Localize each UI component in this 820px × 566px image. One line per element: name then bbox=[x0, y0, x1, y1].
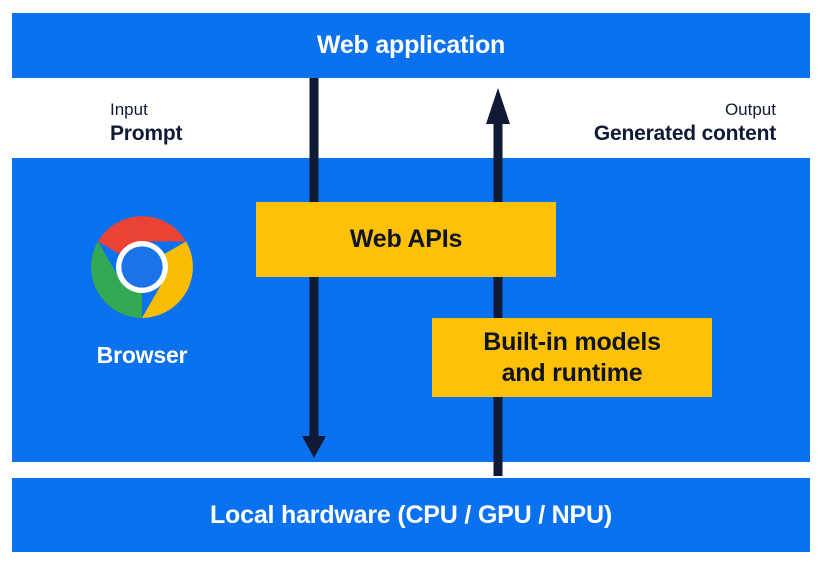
box-built-in-models-label: Built-in models and runtime bbox=[483, 328, 661, 387]
annotation-output-kind: Output bbox=[724, 100, 776, 119]
annotation-output-value: Generated content bbox=[593, 121, 776, 145]
layer-local-hardware: Local hardware (CPU / GPU / NPU) bbox=[12, 478, 810, 552]
box-web-apis: Web APIs bbox=[256, 202, 556, 277]
annotation-input: Input Prompt bbox=[110, 100, 183, 146]
layer-local-hardware-label: Local hardware (CPU / GPU / NPU) bbox=[209, 500, 612, 529]
layer-web-application-label: Web application bbox=[316, 31, 506, 59]
box-built-in-models: Built-in models and runtime bbox=[432, 318, 712, 397]
box-web-apis-label: Web APIs bbox=[349, 225, 463, 254]
browser-identity-group: Browser bbox=[82, 214, 202, 369]
annotation-input-kind: Input bbox=[110, 100, 148, 119]
chrome-logo bbox=[91, 216, 193, 318]
layer-browser-label: Browser bbox=[96, 342, 188, 368]
annotation-output: Output Generated content bbox=[594, 100, 776, 146]
annotation-input-value: Prompt bbox=[110, 121, 183, 145]
layer-web-application: Web application bbox=[12, 13, 810, 78]
